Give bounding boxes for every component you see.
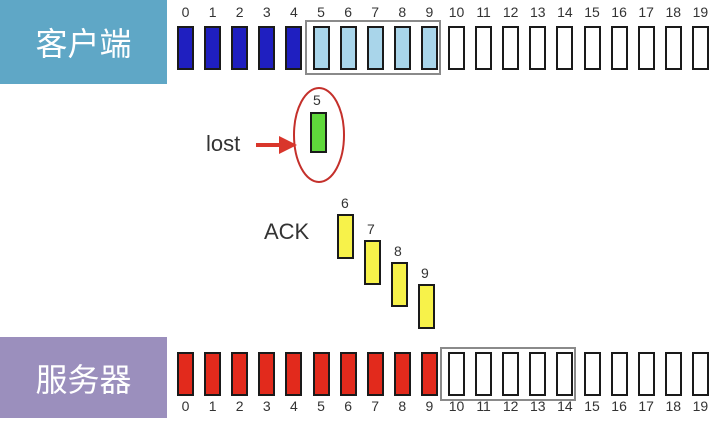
ack-packet [364,240,381,285]
server-label: 服务器 [0,337,167,418]
client-label: 客户端 [0,0,167,84]
ack-packet-number: 7 [367,221,375,237]
arrow-right-icon [256,136,297,154]
ack-packet [391,262,408,307]
ack-packet-number: 8 [394,243,402,259]
ack-packet [337,214,354,259]
client-send-window [305,20,441,75]
ack-packet-number: 6 [341,195,349,211]
server-receive-window [440,347,576,401]
lost-packet-number: 5 [313,92,321,108]
lost-highlight-circle [293,87,345,183]
client-label-text: 客户端 [35,25,132,63]
server-label-text: 服务器 [35,360,132,399]
ack-packet-number: 9 [421,265,429,281]
ack-packet [418,284,435,329]
lost-packet [310,112,327,153]
ack-label: ACK [264,219,310,244]
lost-label: lost [206,131,241,156]
